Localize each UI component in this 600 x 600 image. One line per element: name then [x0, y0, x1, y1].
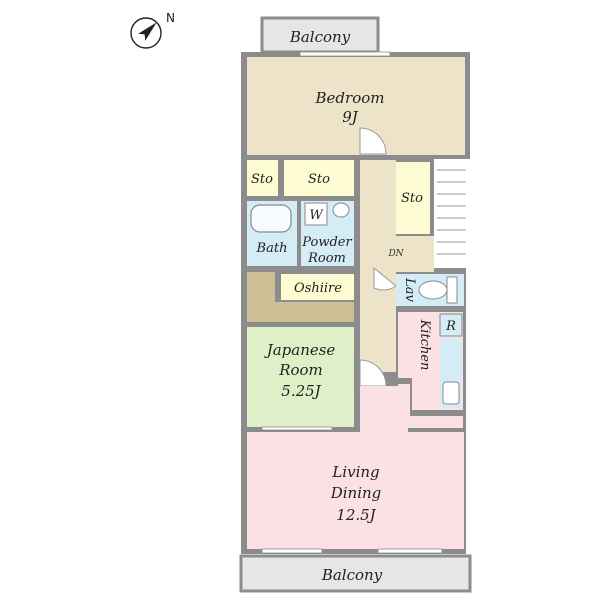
japanese-size: 5.25J — [281, 382, 321, 400]
toilet-bowl-icon — [418, 280, 448, 300]
kitchen-label: Kitchen — [417, 319, 432, 371]
bath-label: Bath — [256, 241, 288, 256]
balcony-top-label: Balcony — [289, 28, 351, 46]
lav-label: Lav — [402, 277, 417, 302]
lav-door-swing — [373, 266, 397, 291]
compass: N — [130, 11, 175, 49]
stair-steps — [437, 169, 466, 255]
oshiire-label: Oshiire — [294, 281, 342, 296]
powder-label-1: Powder — [301, 235, 352, 250]
washer-label: W — [309, 208, 324, 223]
kitchen-sink-icon — [442, 381, 460, 405]
toilet-tank-icon — [446, 276, 458, 304]
compass-north-label: N — [166, 11, 175, 25]
balcony-top — [260, 16, 380, 54]
living-entry — [360, 388, 408, 434]
north-arrow-icon — [130, 17, 162, 49]
windows — [261, 51, 443, 554]
staircase — [434, 159, 466, 268]
tatami-alcove — [247, 272, 275, 322]
bedroom — [247, 57, 465, 155]
japanese-door-swing — [359, 359, 387, 387]
balcony-bottom-label: Balcony — [321, 566, 383, 584]
fridge — [439, 313, 463, 337]
corridor-lower — [396, 236, 434, 272]
japanese-room — [247, 327, 354, 427]
japanese-label-2: Room — [278, 361, 323, 379]
corridor — [360, 160, 396, 372]
powder-label-2: Room — [307, 251, 346, 266]
storage-2 — [284, 160, 354, 196]
oshiire — [281, 274, 354, 300]
living-main — [247, 432, 464, 549]
balcony-bottom — [239, 554, 472, 593]
bedroom-size: 9J — [342, 108, 359, 126]
fridge-label: R — [445, 319, 456, 334]
storage-2-label: Sto — [308, 172, 330, 187]
bedroom-door-swing — [359, 127, 387, 155]
storage-1-label: Sto — [251, 172, 273, 187]
closet-shelf — [275, 302, 354, 322]
sink-icon — [332, 202, 350, 218]
living-label-1: Living — [331, 463, 379, 481]
living-label-2: Dining — [330, 484, 382, 502]
storage-3-label: Sto — [401, 191, 423, 206]
storage-1 — [247, 160, 278, 196]
bathtub-icon — [250, 204, 292, 233]
storage-3 — [396, 162, 430, 234]
japanese-label-1: Japanese — [264, 341, 336, 359]
living-size: 12.5J — [336, 506, 376, 524]
bedroom-label: Bedroom — [315, 89, 385, 107]
stairs-down-label: DN — [387, 249, 404, 259]
washer-icon — [304, 202, 328, 226]
